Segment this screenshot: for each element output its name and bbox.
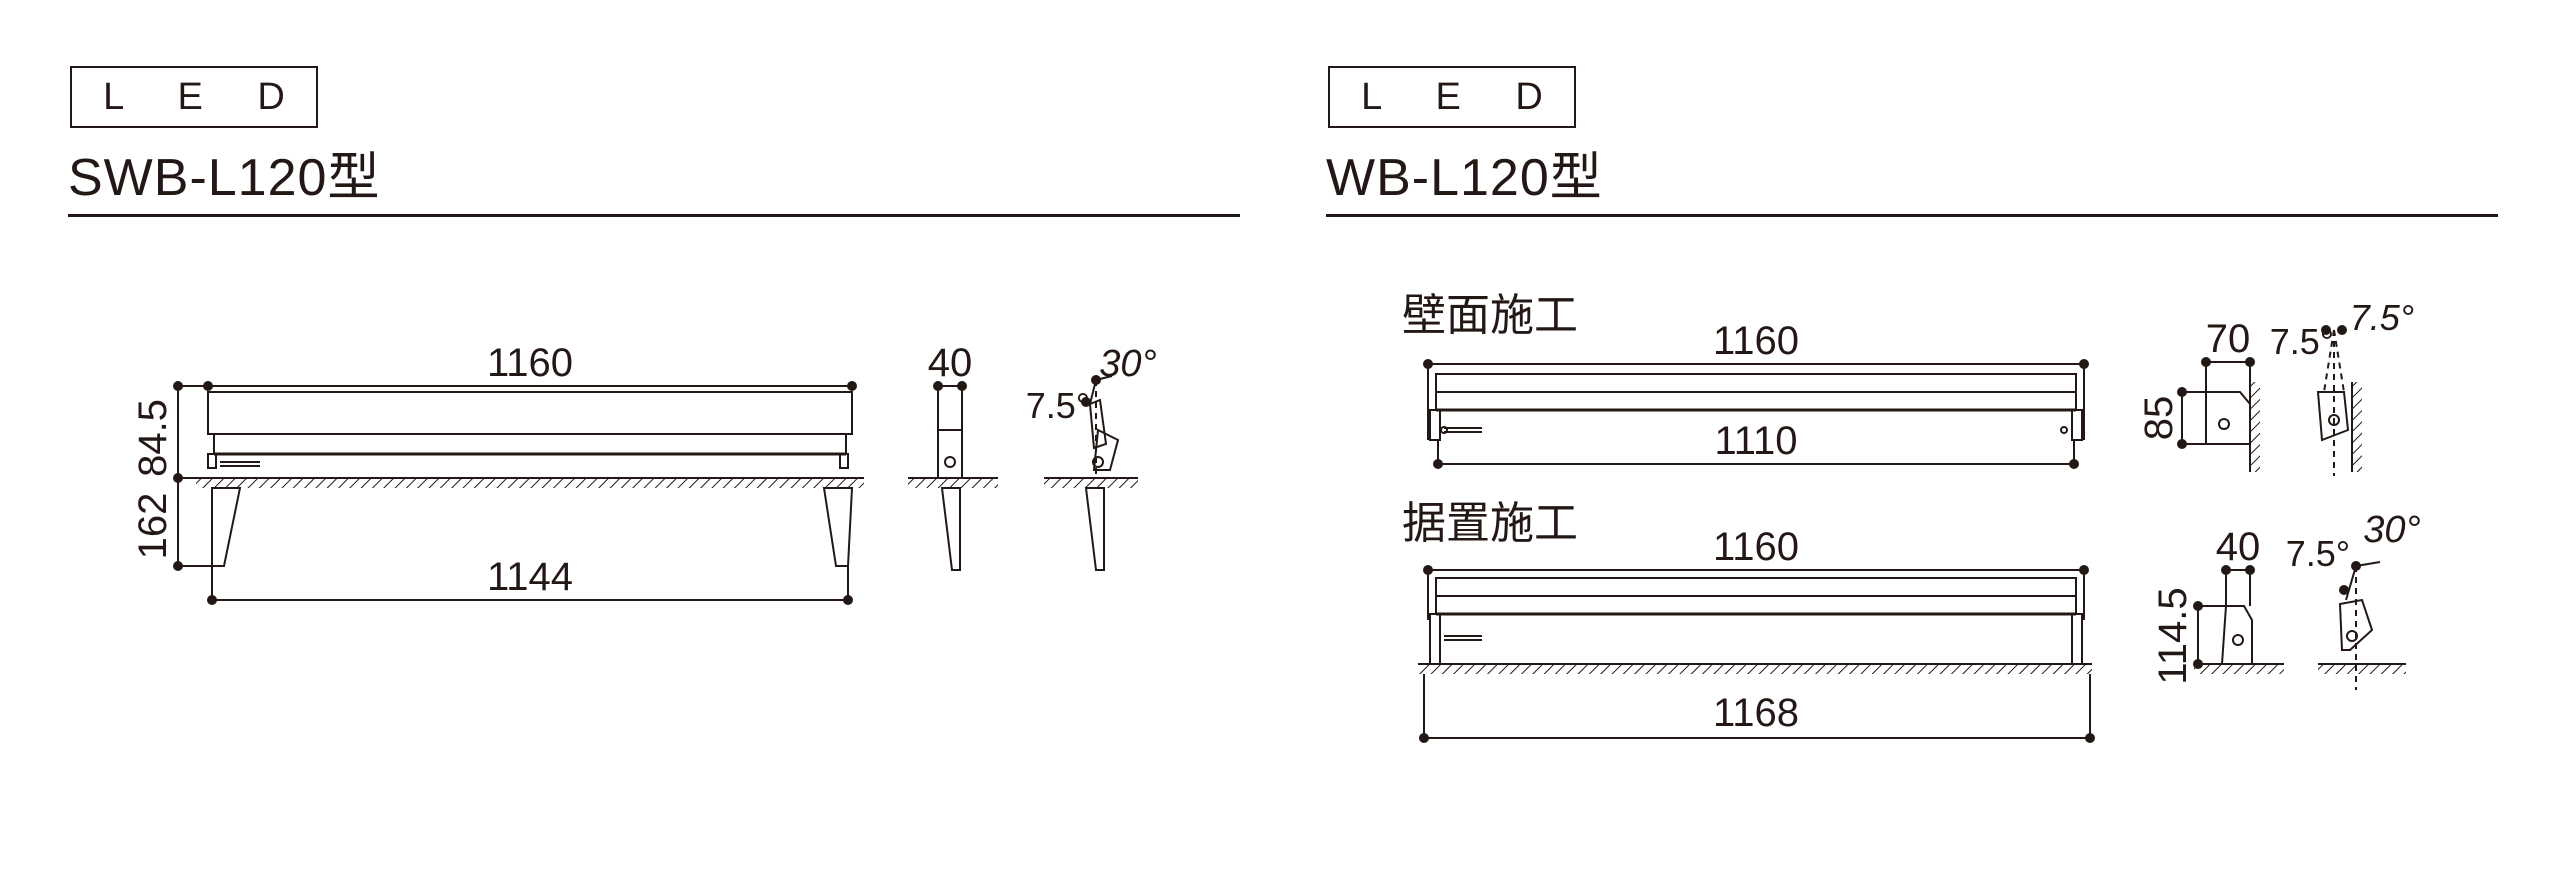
swb-side-width-label: 40 (928, 341, 973, 385)
wb-floor-angle-small-label: 7.5° (2286, 533, 2350, 574)
wb-floor-side-width-label: 40 (2216, 525, 2261, 569)
swb-bottom-width-label: 1144 (487, 555, 573, 599)
dimension-labels: 1160 1144 84.5 162 40 7.5° 30° 1160 1110… (131, 297, 2421, 735)
swb-lower-height-label: 162 (131, 493, 175, 560)
led-badge-right: L E D (1328, 66, 1576, 128)
wb-floor-bottom-width-label: 1168 (1713, 691, 1799, 735)
wb-wall-top-width-label: 1160 (1713, 319, 1799, 363)
led-badge-right-text: L E D (1361, 75, 1565, 118)
wb-wall-inner-width-label: 1110 (1714, 419, 1797, 463)
model-title-right: WB-L120型 (1326, 149, 1603, 207)
title-rule-left (68, 214, 1240, 217)
wb-floor-front-view (1418, 565, 2095, 743)
wb-floor-angle-view (2318, 561, 2406, 690)
swb-angle-large-label: 30° (1099, 343, 1156, 385)
wb-wall-side-height-label: 85 (2137, 396, 2181, 441)
floor-installation-label: 据置施工 (1402, 498, 1578, 549)
swb-side-view (908, 381, 998, 571)
wb-floor-top-width-label: 1160 (1713, 525, 1799, 569)
wall-installation-label: 壁面施工 (1402, 290, 1578, 341)
swb-angle-view (1044, 375, 1138, 571)
led-badge-left: L E D (70, 66, 318, 128)
swb-top-width-label: 1160 (487, 341, 573, 385)
wb-wall-front-view (1423, 359, 2089, 469)
wb-wall-side-width-label: 70 (2206, 317, 2251, 361)
wb-wall-angle-b-label: 7.5° (2350, 297, 2414, 338)
wb-floor-side-view (2193, 565, 2284, 674)
wb-floor-side-height-label: 114.5 (2151, 587, 2195, 684)
title-rule-right (1326, 214, 2498, 217)
swb-front-view (173, 381, 864, 605)
wb-wall-angle-a-label: 7.5° (2270, 321, 2334, 362)
wb-wall-side-view (2177, 357, 2260, 472)
led-badge-left-text: L E D (103, 75, 307, 118)
wb-wall-angle-view (2316, 325, 2362, 476)
model-title-left: SWB-L120型 (68, 149, 381, 207)
wb-floor-angle-large-label: 30° (2363, 509, 2420, 551)
swb-angle-small-label: 7.5° (1026, 385, 1090, 426)
swb-upper-height-label: 84.5 (131, 399, 175, 477)
